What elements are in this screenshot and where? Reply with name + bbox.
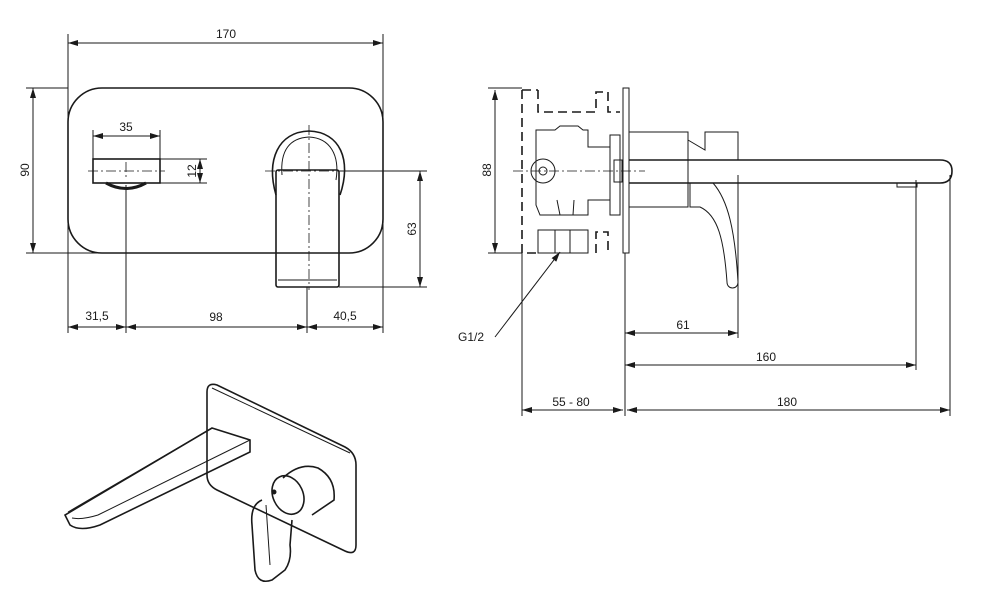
dim-61: 61	[676, 318, 690, 332]
side-wall-plate	[622, 87, 630, 254]
dim-55-80: 55 - 80	[552, 395, 590, 409]
handle-cylinder	[628, 131, 689, 208]
g12-connector	[537, 229, 589, 254]
dim-12: 12	[185, 164, 199, 178]
g12-label: G1/2	[458, 330, 484, 344]
side-view: 88 61 160 180 55 - 80 G1/2	[458, 87, 953, 416]
dim-160: 160	[756, 350, 776, 364]
dim-98: 98	[209, 310, 223, 324]
dim-35: 35	[119, 120, 133, 134]
iso-lever	[250, 499, 293, 583]
isometric-view	[63, 383, 357, 583]
dim-40-5: 40,5	[333, 309, 357, 323]
valve-body	[535, 125, 611, 216]
iso-handle-cylinder	[282, 465, 335, 516]
handle-body	[275, 169, 340, 288]
dim-180: 180	[777, 395, 797, 409]
dim-90: 90	[18, 163, 32, 177]
side-spout	[629, 159, 953, 184]
lever	[689, 182, 739, 289]
dim-31-5: 31,5	[85, 309, 109, 323]
handle-ring	[271, 130, 346, 196]
front-view: 170 90 35 12 63 31,5 98 40,5	[18, 27, 427, 333]
dim-170: 170	[216, 27, 236, 41]
iso-spout	[63, 427, 251, 530]
dim-88: 88	[480, 163, 494, 177]
iso-wall-plate	[206, 383, 357, 554]
dim-63: 63	[405, 222, 419, 236]
